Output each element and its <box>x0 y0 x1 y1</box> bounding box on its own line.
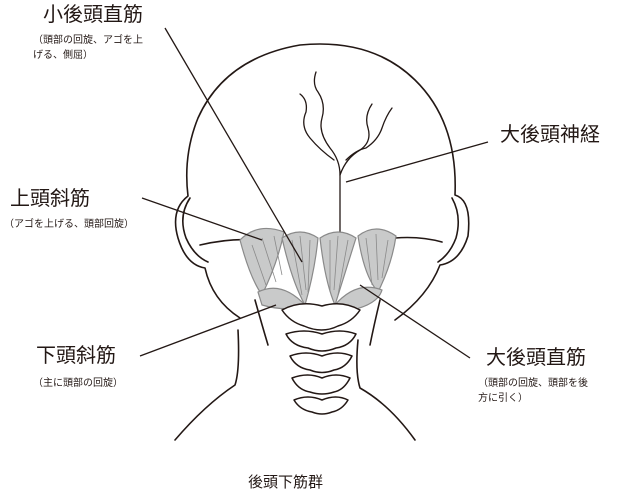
muscle-fibers <box>251 233 389 296</box>
leader-minor-rectus <box>164 27 303 263</box>
left-minor-rectus <box>281 231 319 307</box>
note-minor-rectus: （頭部の回旋、アゴを上 げる、側屈） <box>33 35 143 61</box>
note-superior-oblique: （アゴを上げる、頭部回旋） <box>4 219 134 230</box>
right-ear <box>437 197 460 263</box>
nerve-branches <box>299 71 393 241</box>
label-major-rectus: 大後頭直筋 <box>486 345 586 369</box>
right-minor-rectus <box>319 231 357 307</box>
label-minor-rectus: 小後頭直筋 <box>43 2 143 26</box>
label-inferior-oblique: 下頭斜筋 <box>36 343 116 367</box>
label-major-nerve: 大後頭神経 <box>500 122 600 146</box>
leader-major-rectus <box>359 284 471 359</box>
leader-inferior-oblique <box>139 304 277 357</box>
leader-lines <box>139 27 489 359</box>
leader-superior-oblique <box>141 197 263 241</box>
neck-contour <box>254 299 381 346</box>
shoulders-outline <box>174 329 416 441</box>
label-superior-oblique: 上頭斜筋 <box>10 186 90 210</box>
head-outline <box>174 43 470 321</box>
leader-major-nerve <box>345 141 489 183</box>
note-inferior-oblique: （主に頭部の回旋） <box>33 378 123 389</box>
left-superior-oblique <box>239 227 285 297</box>
suboccipital-muscles <box>239 227 397 311</box>
figure-caption: 後頭下筋群 <box>248 473 324 491</box>
note-major-rectus: （頭部の回旋、頭部を後 方に引く） <box>478 378 588 404</box>
left-ear <box>182 197 209 263</box>
cervical-vertebrae <box>281 303 361 415</box>
